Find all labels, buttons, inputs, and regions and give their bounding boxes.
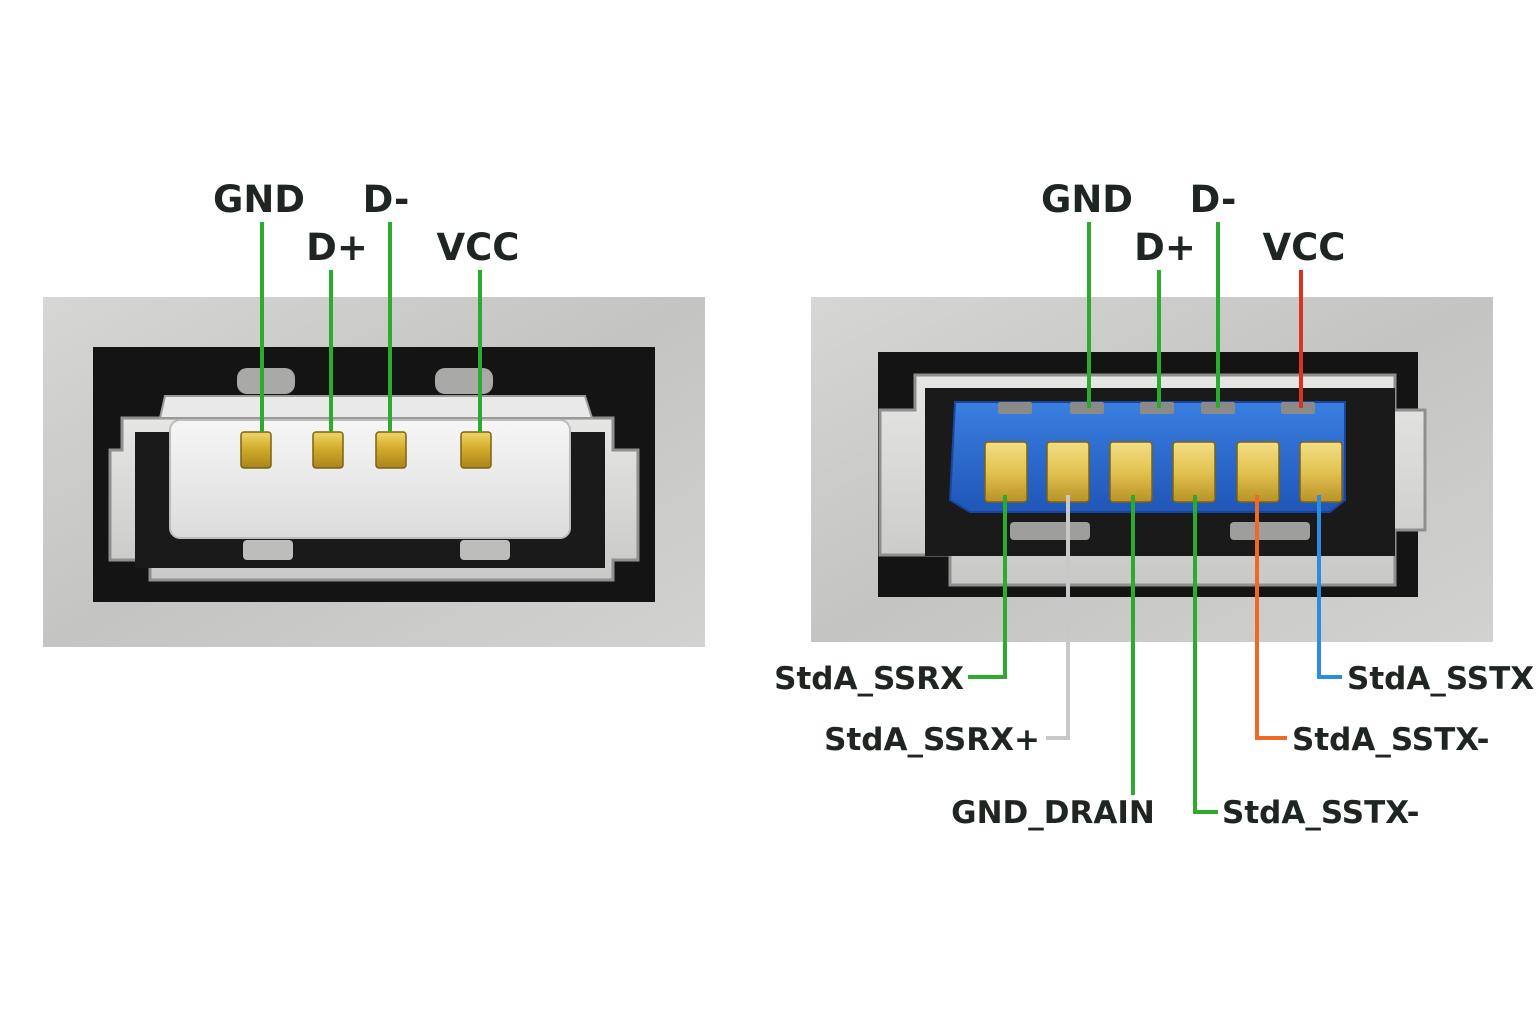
usb2-contact-dminus <box>375 431 407 469</box>
usb2-latch-right <box>435 368 493 394</box>
usb3-label-vcc: VCC <box>1263 226 1346 269</box>
usb3-label-gnd: GND <box>1041 178 1133 221</box>
usb3-top-leaders <box>1087 222 1303 408</box>
usb2-leaders <box>260 222 482 432</box>
usb3-wire-ssrx-minus <box>968 495 1007 679</box>
usb3-contact-gnd-drain <box>1109 441 1153 503</box>
usb2-upper-rail <box>158 395 594 419</box>
usb3-connector <box>811 297 1493 642</box>
usb3-label-dplus: D+ <box>1134 226 1196 269</box>
usb3-label-sstx-minus-b: StdA_SSTX- <box>1292 722 1489 758</box>
usb3-label-dminus: D- <box>1190 178 1237 221</box>
usb3-bottom-leaders <box>968 495 1342 814</box>
usb2-latch-left <box>237 368 295 394</box>
usb3-wire-sstx-minus-a <box>1193 495 1218 814</box>
usb2-spring-left <box>243 540 293 560</box>
usb3-label-sstx-plus: StdA_SSTX+ <box>1347 661 1536 697</box>
usb2-tongue <box>169 419 571 539</box>
usb2-label-dplus: D+ <box>306 226 368 269</box>
usb2-label-vcc: VCC <box>437 226 520 269</box>
usb2-contact-dplus <box>312 431 344 469</box>
usb3-wire-ssrx-plus <box>1046 495 1070 740</box>
usb3-wire-sstx-plus <box>1317 495 1342 679</box>
usb3-contact-ssrx-plus <box>1046 441 1090 503</box>
usb3-label-sstx-minus-a: StdA_SSTX- <box>1222 795 1419 831</box>
usb2-label-dminus: D- <box>363 178 410 221</box>
usb3-contact-sstx-plus <box>1299 441 1343 503</box>
usb3-back-contact-1 <box>998 402 1032 414</box>
usb3-contact-sstx-minus-b <box>1236 441 1280 503</box>
usb3-spring-right <box>1230 522 1310 540</box>
usb2-contact-gnd <box>240 431 272 469</box>
usb3-contact-sstx-minus-a <box>1172 441 1216 503</box>
usb3-wire-sstx-minus-b <box>1255 495 1287 740</box>
usb3-label-ssrx-minus: StdA_SSRX <box>774 661 964 697</box>
usb3-back-contact-vcc <box>1281 402 1315 414</box>
usb2-contact-vcc <box>460 431 492 469</box>
usb3-contact-ssrx-minus <box>984 441 1028 503</box>
usb2-label-gnd: GND <box>213 178 305 221</box>
usb3-label-gnd-drain: GND_DRAIN <box>951 795 1155 831</box>
usb3-label-ssrx-plus: StdA_SSRX+ <box>824 722 1040 758</box>
usb2-connector <box>43 297 705 647</box>
usb3-spring-left <box>1010 522 1090 540</box>
usb2-spring-right <box>460 540 510 560</box>
